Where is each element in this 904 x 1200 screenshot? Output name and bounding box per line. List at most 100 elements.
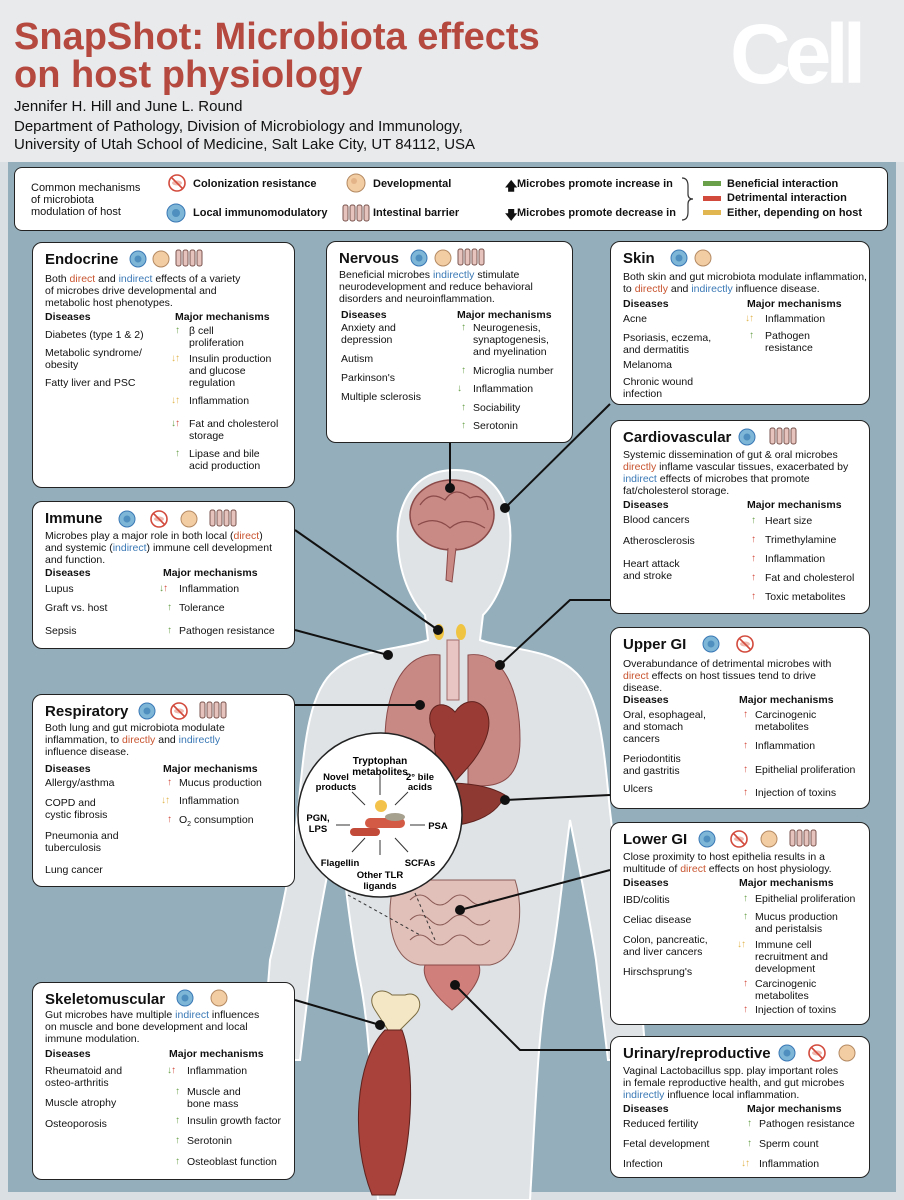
disease-item: Metabolic syndrome/ [45,347,142,359]
up-arrow-icon: ↑ [747,1118,752,1129]
diseases-header: Diseases [623,877,669,889]
up-arrow-icon: ↑ [743,978,748,989]
colonization-resistance-icon [170,702,188,720]
skin-desc-1: Both skin and gut microbiota modulate in… [623,271,867,283]
disease-item: cancers [623,733,660,745]
immune-desc-2: and systemic (indirect) immune cell deve… [45,542,273,554]
local-immunomodulatory-icon [410,249,428,267]
upper-title: Upper GI [623,636,687,653]
mechanism-item: Fat and cholesterol [189,418,279,430]
mechanism-item: Toxic metabolites [765,591,846,603]
mechanism-item: Osteoblast function [187,1156,277,1168]
local-immunomodulatory-icon [738,428,756,446]
disease-item: Celiac disease [623,914,692,926]
mechanisms-header: Major mechanisms [739,877,834,889]
either-swatch [703,210,721,215]
colonization-resistance-icon [730,830,748,848]
detrimental-swatch [703,196,721,201]
developmental-icon [838,1044,856,1062]
brace-icon [681,177,694,221]
down-arrow-icon: 🡇 [505,208,518,222]
up-arrow-icon: ↑ [751,534,756,545]
intestinal-barrier-icon [457,248,485,266]
up-arrow-icon: ↑ [751,572,756,583]
up-arrow-icon: 🡅 [505,179,518,193]
up-arrow-icon: ↑ [461,365,466,376]
mechanism-item: and glucose [189,365,246,377]
disease-item: depression [341,334,393,346]
respiratory-desc-3: influence disease. [45,746,130,758]
upper-desc-3: disease. [623,682,663,694]
legend-intro-3: modulation of host [31,206,121,218]
affiliation-line-1: Department of Pathology, Division of Mic… [14,118,463,135]
developmental-icon [760,830,778,848]
disease-item: Osteoporosis [45,1118,107,1130]
mechanisms-header: Major mechanisms [163,567,258,579]
mechanism-item: Fat and cholesterol [765,572,855,584]
mechanisms-header: Major mechanisms [739,694,834,706]
local-immunomodulatory-icon [176,989,194,1007]
up-down-arrow-icon: ↓↑ [745,313,754,324]
mechanism-item: O2 consumption [179,814,254,829]
up-down-arrow-icon: ↓↑ [171,418,180,429]
mechanism-item: Sperm count [759,1138,819,1150]
disease-item: Psoriasis, eczema, [623,332,712,344]
disease-item: Rheumatoid and [45,1065,123,1077]
intestinal-barrier-icon [789,829,817,847]
developmental-icon [180,510,198,528]
disease-item: Muscle atrophy [45,1097,117,1109]
local-immunomodulatory-icon [670,249,688,267]
panel-cardiovascular: Cardiovascular Systemic dissemination of… [610,420,870,614]
gut-label-psa: PSA [428,821,448,832]
local-immunomodulatory-icon [129,250,147,268]
mechanism-item: Muscle and [187,1086,241,1098]
disease-item: Infection [623,1158,663,1170]
mechanism-item: synaptogenesis, [473,334,549,346]
diseases-header: Diseases [623,694,669,706]
intestinal-barrier-icon [199,701,227,719]
legend-either: Either, depending on host [727,207,863,219]
up-arrow-icon: ↑ [167,777,172,788]
mechanism-item: Serotonin [473,420,518,432]
gut-label-tlr: Other TLR [357,870,404,881]
panel-urinary-reproductive: Urinary/reproductive Vaginal Lactobacill… [610,1036,870,1178]
endocrine-desc-3: metabolic host phenotypes. [45,297,173,309]
disease-item: obesity [45,359,79,371]
diseases-header: Diseases [45,763,91,775]
mechanism-item: Insulin growth factor [187,1115,281,1127]
mechanism-item: and peristalsis [755,923,823,935]
mechanism-item: Microglia number [473,365,554,377]
disease-item: tuberculosis [45,842,102,854]
skeleto-desc-1: Gut microbes have multiple indirect infl… [45,1009,260,1021]
mechanism-item: Inflammation [179,795,240,807]
skeleto-desc-2: on muscle and bone development and local [45,1021,248,1033]
disease-item: and dermatitis [623,344,689,356]
disease-item: Blood cancers [623,514,690,526]
up-arrow-icon: ↑ [751,515,756,526]
skeleto-title: Skeletomuscular [45,991,166,1008]
mechanism-item: acid production [189,460,261,472]
down-arrow-icon: ↓ [457,383,462,394]
up-arrow-icon: ↑ [167,814,172,825]
up-arrow-icon: ↑ [751,591,756,602]
gut-label-scfas: SCFAs [405,858,436,869]
panel-immune: Immune Microbes play a major role in bot… [32,501,295,649]
mechanism-item: Lipase and bile [189,448,260,460]
disease-item: Ulcers [623,783,653,795]
disease-item: Fetal development [623,1138,710,1150]
diseases-header: Diseases [623,298,669,310]
intestinal-barrier-icon [342,204,370,222]
up-down-arrow-icon: ↓↑ [167,1065,176,1076]
disease-item: Chronic wound [623,376,694,388]
disease-item: and gastritis [623,765,680,777]
up-arrow-icon: ↑ [175,1135,180,1146]
cardio-desc-2: directly inflame vascular tissues, exace… [623,461,849,473]
developmental-icon [694,249,712,267]
title-line-2: on host physiology [14,54,363,96]
lower-desc-1: Close proximity to host epithelia result… [623,851,825,863]
up-arrow-icon: ↑ [751,553,756,564]
disease-item: and liver cancers [623,946,703,958]
cell-logo: Cell [730,7,866,101]
skin-desc-2: to directly and indirectly influence dis… [623,283,820,295]
mechanism-item: Neurogenesis, [473,322,541,334]
